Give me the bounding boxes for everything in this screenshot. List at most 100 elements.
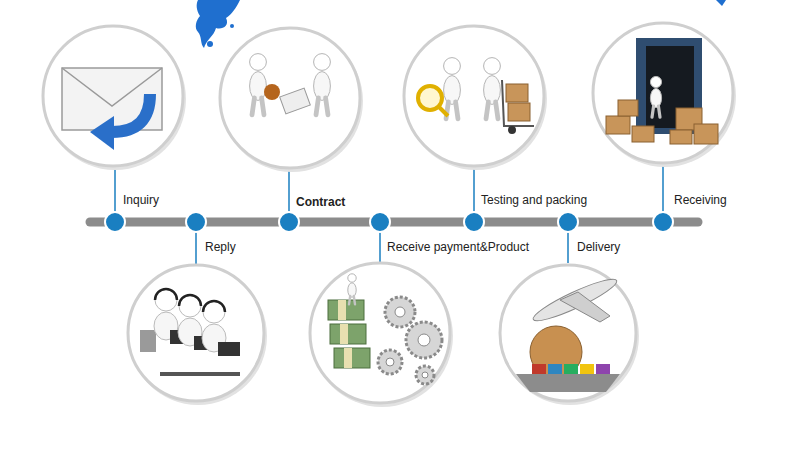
agent-head [155, 289, 177, 311]
figure-leg [456, 102, 458, 119]
gear [406, 322, 442, 358]
step-label: Inquiry [123, 193, 159, 207]
figure-head [250, 54, 267, 71]
timeline-dots [105, 212, 673, 232]
leader-line [195, 230, 197, 264]
step-label: Reply [205, 240, 236, 254]
figure-head [444, 58, 461, 75]
monitor [140, 330, 156, 352]
gear-hub [418, 334, 430, 346]
gear [416, 366, 434, 384]
reply-arrow [112, 94, 150, 132]
timeline-dot [464, 212, 484, 232]
box [618, 100, 638, 116]
figure-leg [486, 102, 488, 119]
step-circle [593, 23, 736, 167]
figure-head [484, 58, 501, 75]
money-stack [330, 324, 366, 344]
stamp [264, 84, 280, 100]
timeline-dot [105, 212, 125, 232]
timeline-dot [558, 212, 578, 232]
step-circle [404, 26, 547, 170]
globe [530, 326, 582, 378]
box [506, 84, 528, 102]
money-stack [328, 300, 364, 320]
circle-frame [43, 26, 183, 166]
reply-arrowhead [90, 116, 114, 150]
figure-leg [658, 106, 660, 117]
airplane-body [530, 273, 620, 326]
ship-hull [516, 374, 620, 392]
agent-head [179, 295, 201, 317]
figure-leg [652, 106, 654, 117]
figure-leg [326, 98, 328, 115]
figure-head [348, 274, 356, 282]
container [532, 364, 546, 374]
step-circle [500, 265, 639, 405]
gear-hub [422, 372, 428, 378]
figure-leg [316, 98, 318, 115]
figure-leg [354, 296, 355, 304]
headset [203, 301, 225, 312]
splash-drop [230, 24, 234, 28]
figure-leg [349, 296, 350, 304]
figure-body [348, 283, 356, 297]
step-label: Testing and packing [481, 193, 587, 207]
timeline-dot [186, 212, 206, 232]
gear [378, 350, 402, 374]
gear-hub [395, 307, 405, 317]
magnifier-handle [439, 107, 448, 116]
figure-body [444, 76, 461, 105]
step-label: Delivery [577, 240, 620, 254]
splash-blob [716, 0, 726, 6]
container [564, 364, 578, 374]
gear [385, 297, 415, 327]
timeline-dot [653, 212, 673, 232]
hand-truck [502, 80, 534, 126]
money-stack [334, 348, 370, 368]
headset [179, 295, 201, 306]
leader-line [288, 168, 290, 214]
figure-body [484, 76, 501, 105]
box [694, 124, 718, 144]
figure-leg [496, 102, 498, 119]
step-circle [128, 265, 267, 405]
timeline-dot [279, 212, 299, 232]
container [596, 364, 610, 374]
figure-body [650, 88, 661, 107]
money-band [340, 324, 348, 344]
splash-drop [207, 41, 213, 47]
figure-head [314, 54, 331, 71]
money-band [344, 348, 352, 368]
timeline-dot [370, 212, 390, 232]
headset [155, 289, 177, 300]
desk [160, 372, 240, 376]
agent-head [203, 301, 225, 323]
money-band [338, 300, 346, 320]
figure-leg [252, 98, 254, 115]
leader-lines [115, 163, 663, 264]
magnifier [418, 86, 442, 110]
circle-frame [500, 265, 636, 401]
leader-line [567, 230, 569, 263]
figure-head [650, 76, 661, 87]
timeline-bar [90, 218, 698, 227]
box [670, 130, 692, 144]
circle-frame [310, 263, 450, 403]
step-circle [310, 263, 453, 407]
leader-line [114, 166, 116, 214]
container [548, 364, 562, 374]
circle-frame [220, 28, 360, 168]
step-label: Contract [296, 195, 345, 209]
wheel [508, 126, 516, 134]
laptop [218, 342, 240, 356]
container [580, 364, 594, 374]
contract-paper [280, 88, 311, 114]
circle-frame [593, 23, 733, 163]
box [632, 126, 654, 142]
gear-hub [386, 358, 394, 366]
figure-body [250, 72, 267, 101]
step-circle [220, 28, 363, 172]
figure-leg [262, 98, 264, 115]
